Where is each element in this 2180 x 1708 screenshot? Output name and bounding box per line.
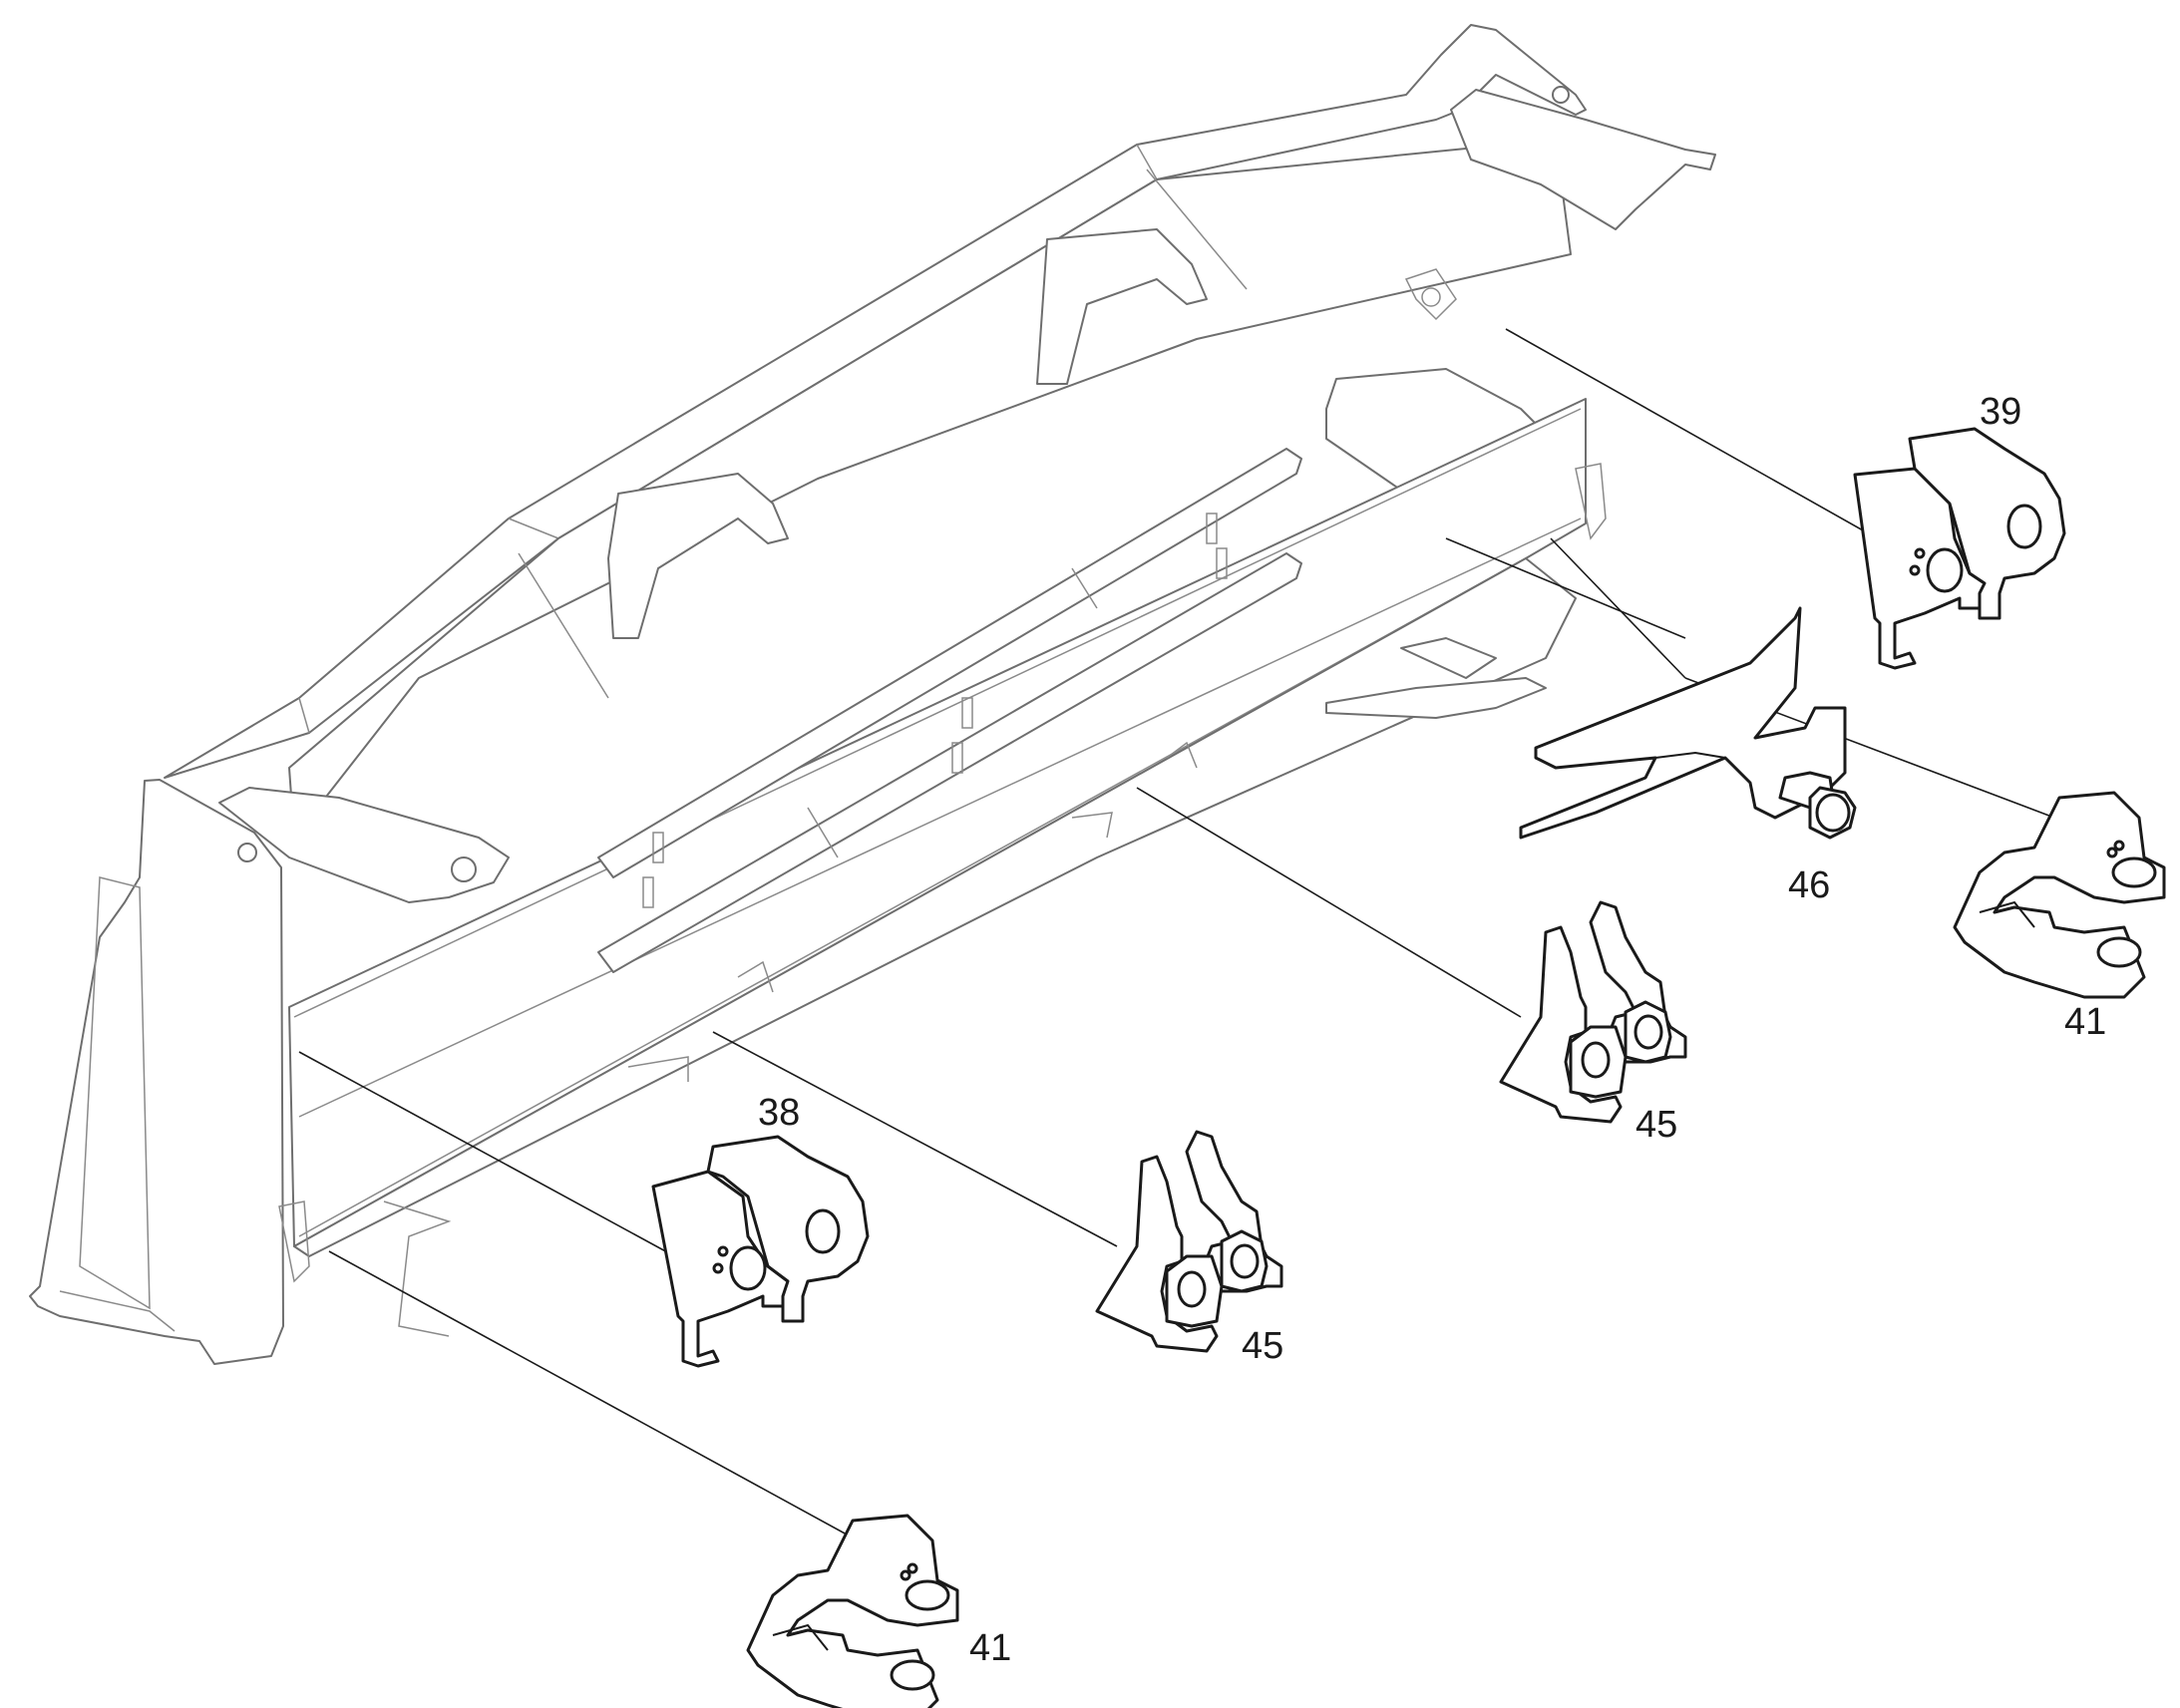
gusset-left <box>607 473 789 639</box>
callout-45-right: 45 <box>1635 1104 1677 1146</box>
main-box-beam <box>288 398 1587 1247</box>
part-45-left-prongs <box>1095 1130 1283 1353</box>
callout-45-left: 45 <box>1242 1325 1283 1367</box>
part-46-hook-bolt <box>1519 606 1857 840</box>
bottom-lip <box>293 557 1577 1257</box>
callout-41-left: 41 <box>969 1627 1011 1669</box>
upper-back-panel <box>288 139 1572 839</box>
floor-fin-mid <box>1400 637 1497 679</box>
part-41-right-clamp <box>1953 791 2166 999</box>
callout-39: 39 <box>1980 391 2021 433</box>
floor-fin-right <box>1325 677 1547 719</box>
callout-labels: 39 46 41 45 38 45 41 <box>758 391 2106 1669</box>
part-39-bracket-pair <box>1853 427 2066 670</box>
callout-46: 46 <box>1788 864 1830 906</box>
left-top-horn <box>218 787 510 903</box>
right-top-horn <box>1450 89 1716 230</box>
bucket-frame <box>29 24 1716 1365</box>
part-45-right-prongs <box>1499 900 1687 1124</box>
part-41-left-clamp <box>746 1514 959 1708</box>
tilt-cylinder-lower <box>597 552 1302 973</box>
part-38-bracket-pair <box>651 1135 870 1368</box>
tilt-cylinder-upper <box>597 448 1302 878</box>
gusset-center-block <box>1325 368 1537 495</box>
left-side-plate <box>29 779 284 1365</box>
gusset-right <box>1036 228 1208 385</box>
callout-41-right: 41 <box>2064 1001 2106 1043</box>
callout-38: 38 <box>758 1092 800 1134</box>
